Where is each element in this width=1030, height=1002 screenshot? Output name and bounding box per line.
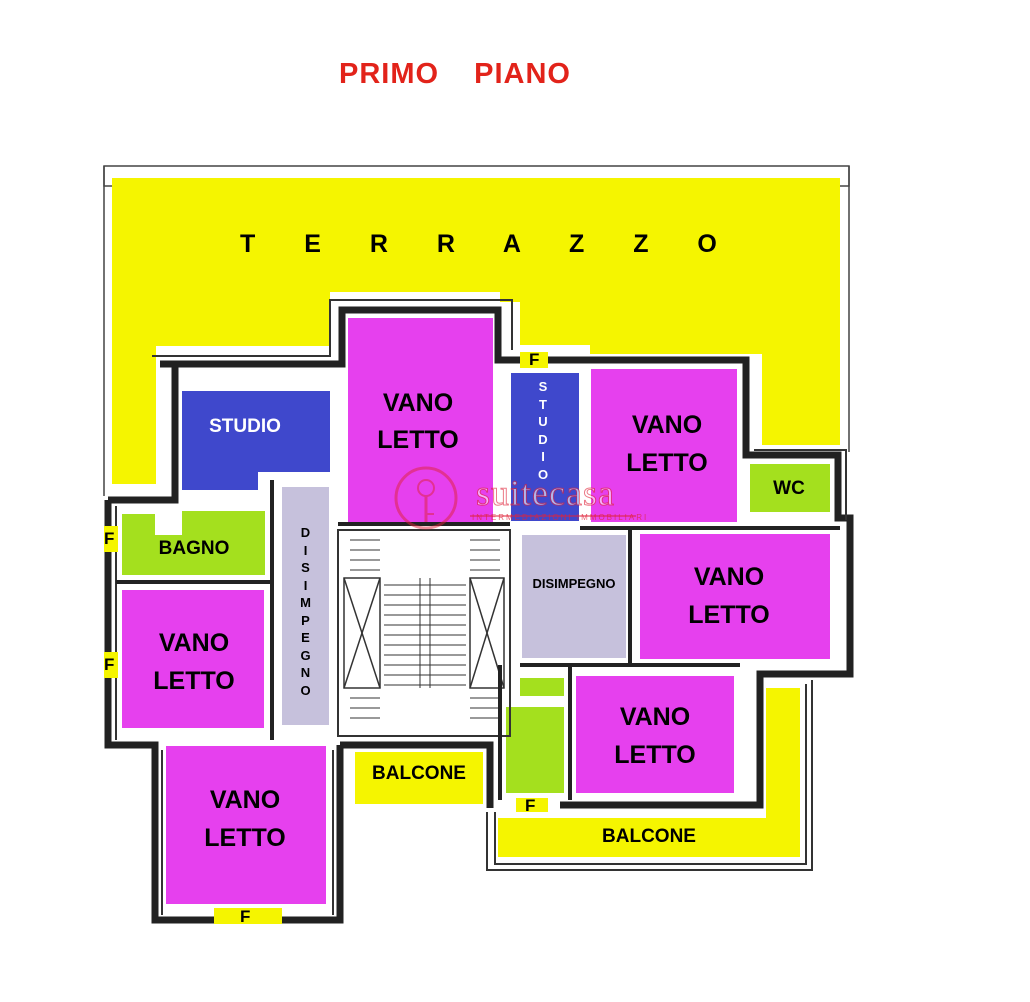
label-disimpegno-right: DISIMPEGNO — [532, 576, 616, 591]
label-vano-left-2: LETTO — [153, 667, 235, 695]
label-vano-top-center-2: LETTO — [377, 426, 459, 454]
window-mark-left-lower: F — [104, 655, 115, 674]
bath-small-top — [520, 678, 564, 696]
label-wc: WC — [773, 478, 805, 499]
label-vano-bottom-right-2: LETTO — [614, 741, 696, 769]
terrace-area — [112, 178, 840, 484]
window-mark-top: F — [529, 350, 540, 369]
bedroom-left-area — [122, 590, 264, 728]
label-balcone-center: BALCONE — [372, 763, 466, 784]
walls — [104, 306, 854, 924]
disimpegno-right-area — [522, 535, 626, 658]
bedroom-top-center-area — [348, 318, 493, 524]
label-studio-vertical: S T U D I O — [537, 379, 549, 482]
label-vano-right-1: VANO — [693, 563, 765, 591]
label-vano-bottom-right-1: VANO — [619, 703, 691, 731]
page-title: PRIMO PIANO — [339, 58, 571, 90]
label-vano-left-1: VANO — [158, 629, 230, 657]
label-terrazzo: T E R R A Z Z O — [240, 230, 738, 258]
studio-vertical-area — [511, 373, 579, 521]
label-vano-top-right-1: VANO — [631, 411, 703, 439]
disimpegno-vertical-area — [282, 487, 329, 725]
label-vano-top-center-1: VANO — [382, 389, 454, 417]
bedroom-bottom-right-area — [576, 676, 734, 793]
label-bagno: BAGNO — [158, 538, 230, 559]
window-mark-bottom: F — [240, 907, 251, 926]
watermark-logo — [394, 466, 636, 530]
label-balcone-right: BALCONE — [602, 826, 696, 847]
partitions — [116, 480, 840, 800]
window-mark-left-upper: F — [104, 529, 115, 548]
bagno-area — [122, 511, 265, 575]
label-studio-left: STUDIO — [209, 416, 281, 437]
label-vano-top-right-2: LETTO — [626, 449, 708, 477]
wc-area — [750, 464, 830, 512]
studio-left-area — [182, 391, 330, 490]
balcone-center-area — [355, 752, 483, 804]
label-vano-bottom-left-2: LETTO — [204, 824, 286, 852]
bath-small — [506, 707, 564, 793]
window-mark-balcone: F — [525, 796, 536, 815]
bedroom-right-area — [640, 534, 830, 659]
balcone-right-area — [498, 688, 800, 857]
bedroom-top-right-area — [591, 369, 737, 522]
label-vano-bottom-left-1: VANO — [209, 786, 281, 814]
bedroom-bottom-left-area — [166, 746, 326, 904]
stairwell — [337, 529, 511, 737]
label-disimpegno-vertical: D I S I M P E G N O — [300, 525, 311, 698]
watermark-brand: suitecasa — [476, 473, 615, 514]
label-vano-right-2: LETTO — [688, 601, 770, 629]
watermark-tagline: INTERMEDIAZIONI IMMOBILIARI — [472, 513, 649, 522]
